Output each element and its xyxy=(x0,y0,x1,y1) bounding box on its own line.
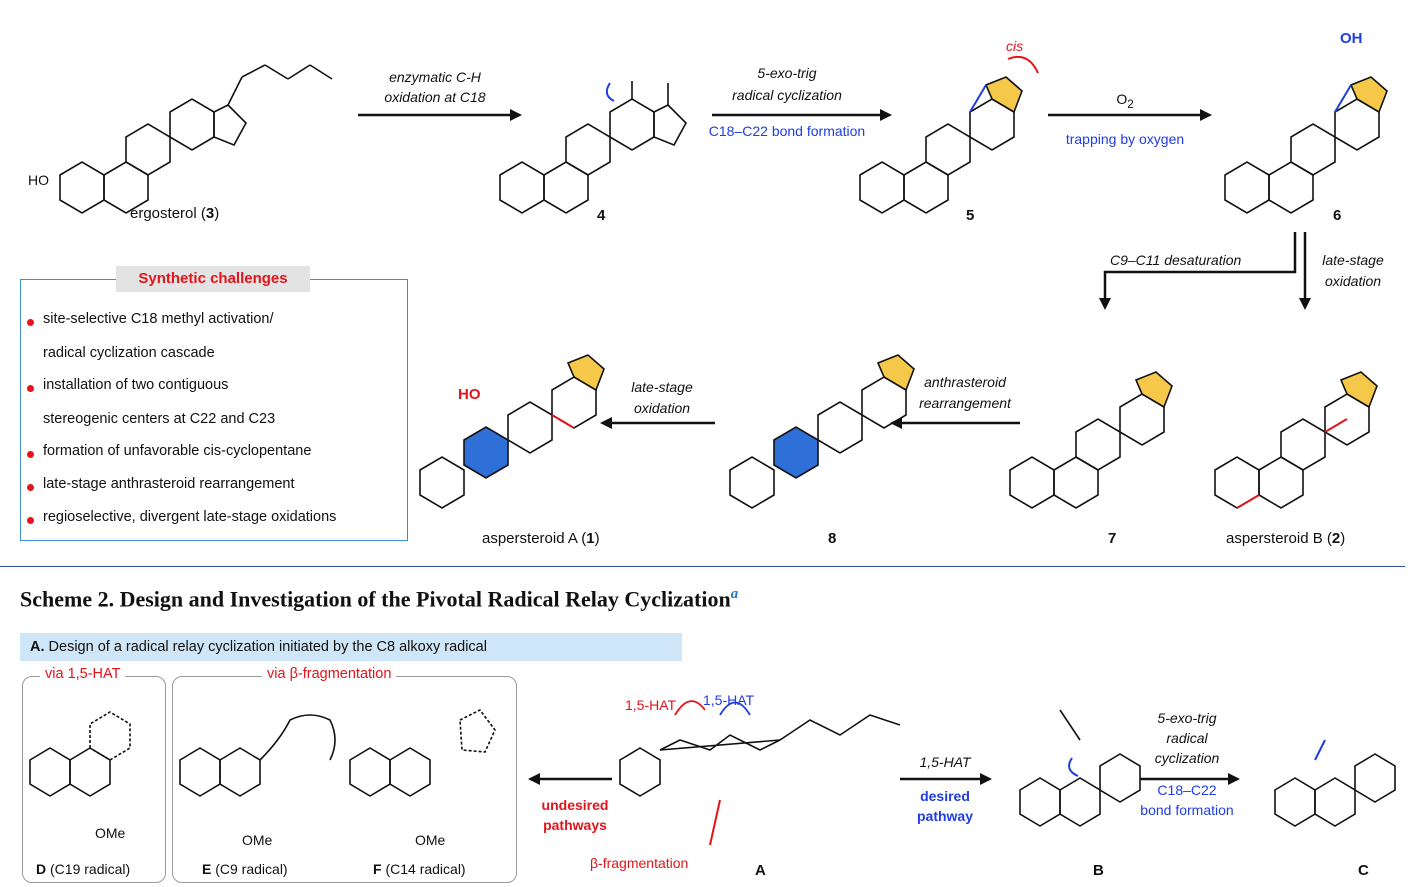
compound-7-label: 7 xyxy=(1108,530,1117,547)
ome-F: OMe xyxy=(415,832,446,848)
bullet-icon xyxy=(27,484,34,491)
compound-8-label: 8 xyxy=(828,530,837,547)
compound-D-structure xyxy=(29,711,131,797)
compound-6-structure xyxy=(1224,76,1388,214)
reaction-arrows xyxy=(358,109,1311,785)
challenge-item: regioselective, divergent late-stage oxi… xyxy=(43,509,337,525)
challenge-item: radical cyclization cascade xyxy=(43,345,215,361)
compound-6-label: 6 xyxy=(1333,207,1342,224)
compound-C-label: C xyxy=(1358,862,1369,879)
box2-tab: via β-fragmentation xyxy=(262,666,397,682)
challenge-item: installation of two contiguous xyxy=(43,377,229,393)
section-a-bar xyxy=(20,633,682,661)
section-divider xyxy=(0,566,1405,567)
compound-B-structure xyxy=(1019,709,1141,827)
compound-F-structure xyxy=(349,708,496,797)
arrow-cyc-label: 5-exo-trig radical cyclization C18–C22 b… xyxy=(1140,710,1234,818)
aspersteroid-b-label: aspersteroid B (2) xyxy=(1226,530,1346,547)
scheme2-title: Scheme 2. Design and Investigation of th… xyxy=(20,586,739,612)
hat-red-label: 1,5-HAT xyxy=(625,697,677,713)
arrow2-label: 5-exo-trig radical cyclization C18–C22 b… xyxy=(708,65,866,139)
ergosterol-label: ergosterol (3) xyxy=(130,205,220,222)
ome-D: OMe xyxy=(95,825,126,841)
bullet-icon xyxy=(27,319,34,326)
compound-E-structure xyxy=(179,714,336,797)
box1-tab: via 1,5-HAT xyxy=(40,666,126,682)
compound-E-label: E (C9 radical) xyxy=(202,861,288,877)
compound-A-label: A xyxy=(755,862,766,879)
aspersteroid-a-structure xyxy=(419,354,605,509)
compound-C-structure xyxy=(1274,739,1396,827)
compound-B-label: B xyxy=(1093,862,1104,879)
bullet-icon xyxy=(27,451,34,458)
fragmentation-pathway-box xyxy=(172,676,517,883)
ergosterol-ho: HO xyxy=(28,172,49,188)
hat-blue-label: 1,5-HAT xyxy=(703,692,755,708)
aspersteroid-a-label: aspersteroid A (1) xyxy=(482,530,600,547)
compound-F-label: F (C14 radical) xyxy=(373,861,466,877)
section-a-caption: A. Design of a radical relay cyclization… xyxy=(30,639,487,655)
ergosterol-structure xyxy=(59,64,333,214)
synthetic-challenges-box: site-selective C18 methyl activation/ ra… xyxy=(20,279,408,541)
aspersteroid-a-ho: HO xyxy=(458,386,481,403)
challenge-item: stereogenic centers at C22 and C23 xyxy=(43,411,276,427)
compound-A-structure xyxy=(619,700,901,846)
bullet-icon xyxy=(27,385,34,392)
arrow3-label: O2 trapping by oxygen xyxy=(1065,91,1185,147)
challenge-item: site-selective C18 methyl activation/ xyxy=(43,311,274,327)
arrow4-label: C9–C11 desaturation xyxy=(1110,252,1242,268)
challenge-item: late-stage anthrasteroid rearrangement xyxy=(43,476,295,492)
compound-4-structure xyxy=(499,81,687,214)
compound-8-structure xyxy=(729,354,915,509)
compound-7-structure xyxy=(1009,371,1173,509)
aspersteroid-b-structure xyxy=(1214,371,1378,509)
challenge-item: formation of unfavorable cis-cyclopentan… xyxy=(43,443,312,459)
challenges-title: Synthetic challenges xyxy=(116,266,310,292)
compound-6-oh: OH xyxy=(1340,30,1363,47)
hat-pathway-box xyxy=(22,676,166,883)
ome-E: OMe xyxy=(242,832,273,848)
beta-frag-label: β-fragmentation xyxy=(590,855,689,871)
compound-4-label: 4 xyxy=(597,207,606,224)
bullet-icon xyxy=(27,517,34,524)
compound-D-label: D (C19 radical) xyxy=(36,861,131,877)
arrow-hat-label: 1,5-HAT desired pathway xyxy=(916,754,973,824)
compound-5-label: 5 xyxy=(966,207,975,224)
cis-label: cis xyxy=(1006,38,1024,54)
compound-5-structure xyxy=(859,55,1039,214)
